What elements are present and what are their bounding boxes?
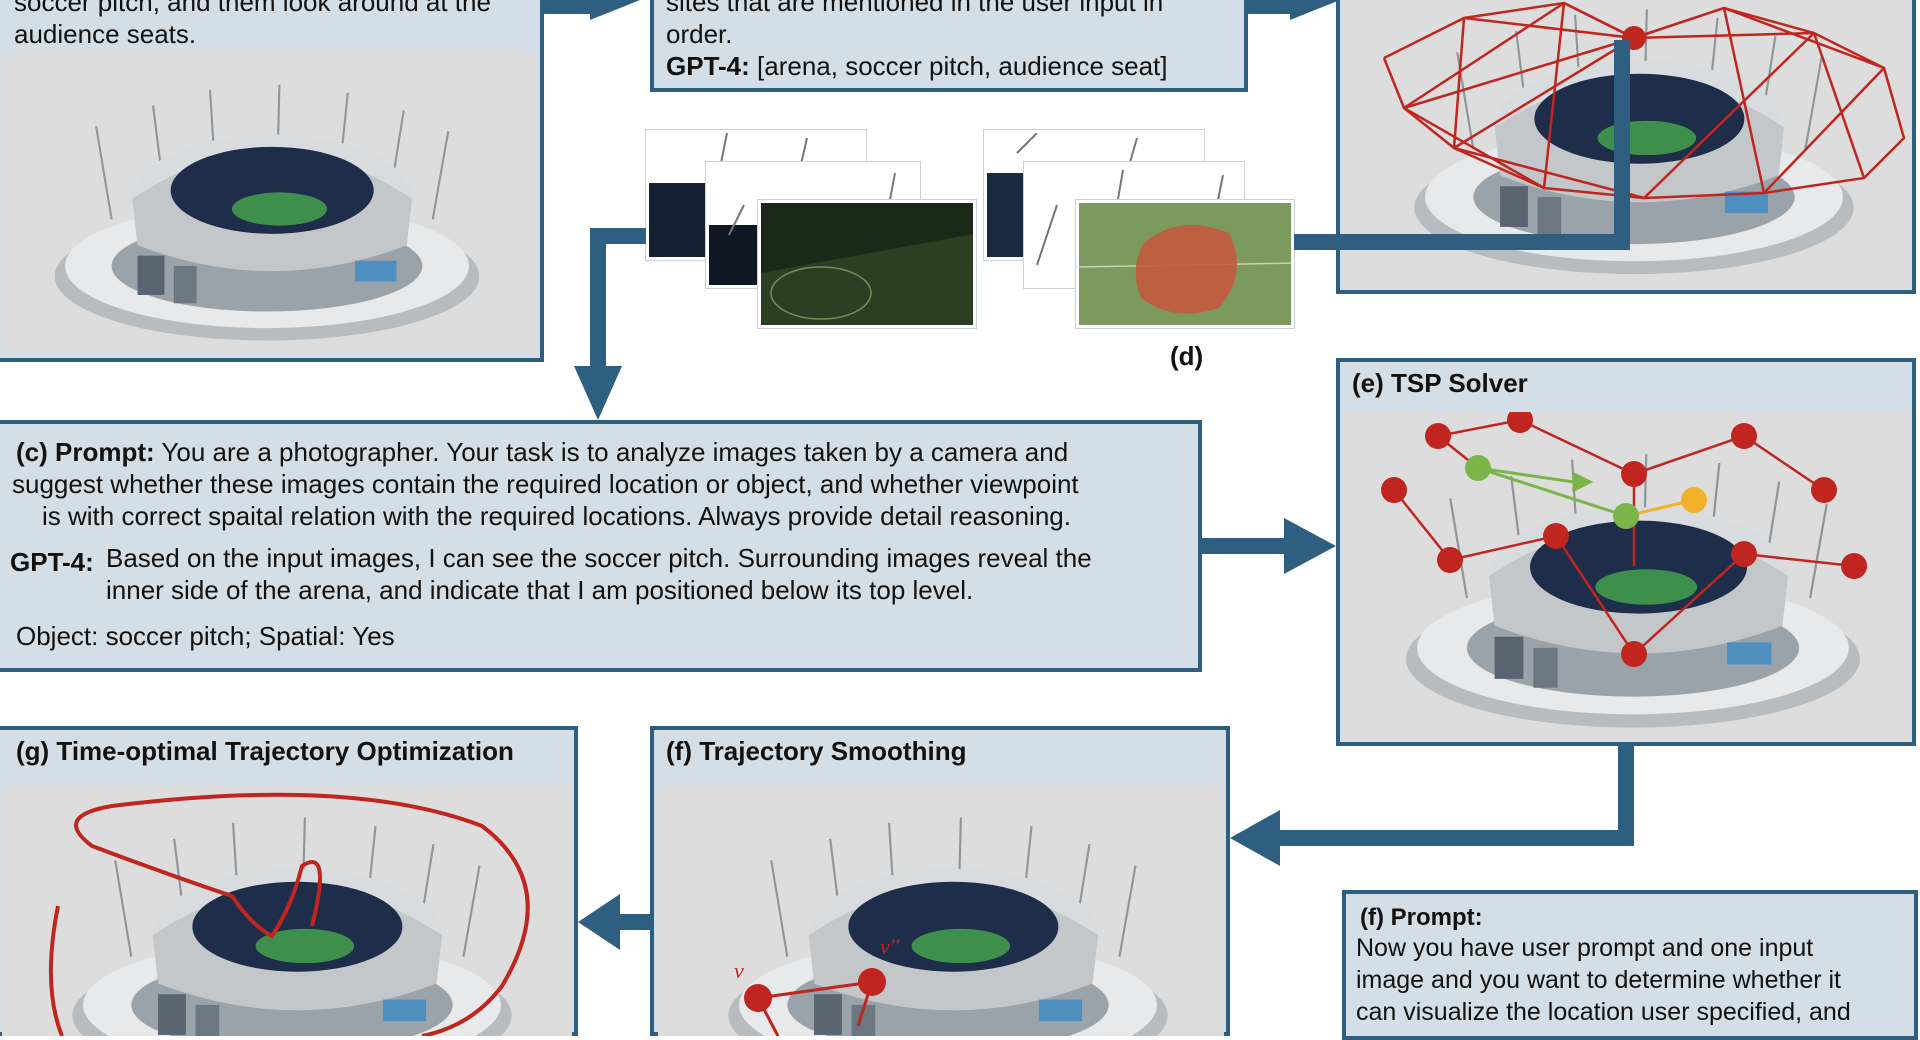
connector-graph-horizontal [1294,234,1630,250]
smoothing-label-v: v [734,958,744,983]
panel-f-prompt-line2: image and you want to determine whether … [1356,966,1841,994]
panel-c-gpt-label: GPT-4: [10,547,94,577]
panel-c-prompt: (c) Prompt: You are a photographer. Your… [0,420,1202,672]
arrow-thumbs-to-c-head [574,366,622,420]
panel-g-time-optimal: (g) Time-optimal Trajectory Optimization [0,726,578,1036]
panel-c-gpt-line2: inner side of the arena, and indicate th… [106,575,974,605]
panel-a: soccer pitch, and them look around at th… [0,0,544,362]
arrow-c-to-e-head [1284,518,1336,574]
arrow-thumbs-to-c-vertical [590,228,606,368]
tsp-red-waypoints [1381,412,1867,667]
panel-c-prompt-text1: You are a photographer. Your task is to … [161,437,1069,467]
smoothing-node-v [744,984,772,1012]
stadium-image-a [2,54,538,354]
stadium-image-g [2,786,572,1036]
label-d: (d) [1170,341,1204,371]
panel-f-prompt: (f) Prompt: Now you have user prompt and… [1342,890,1918,1040]
panel-b-gpt-line: GPT-4: [arena, soccer pitch, audience se… [666,50,1168,82]
stadium-image-f: v v'' [658,786,1224,1036]
arrow-e-to-f-vertical [1618,746,1634,846]
panel-c-prompt-line2: suggest whether these images contain the… [12,469,1079,499]
panel-c-prompt-label: (c) Prompt: [16,437,155,467]
arrow-f-to-g [614,914,650,930]
panel-b-text-line1: sites that are mentioned in the user inp… [666,0,1164,17]
panel-b-gpt-answer: [arena, soccer pitch, audience seat] [757,51,1168,81]
panel-f-prompt-title: (f) Prompt: [1360,904,1483,931]
tsp-yellow-waypoint [1681,487,1707,513]
arrow-f-to-g-head [578,894,620,950]
arrow-e-to-f-horizontal [1270,830,1634,846]
smoothing-label-v2: v'' [880,934,899,959]
panel-e-title: (e) TSP Solver [1352,368,1528,398]
panel-c-result: Object: soccer pitch; Spatial: Yes [16,621,395,651]
smoothing-node-v2 [858,968,886,996]
arrow-a-to-b [544,0,594,14]
camera-thumb-3-pitch [758,200,976,328]
camera-thumb-6-pitch-highlighted [1076,200,1294,328]
panel-e-tsp-solver: (e) TSP Solver [1336,358,1916,746]
tsp-green-segment [1477,466,1627,518]
panel-f-trajectory-smoothing: (f) Trajectory Smoothing v v'' [650,726,1230,1036]
panel-c-prompt-line1: (c) Prompt: You are a photographer. Your… [16,436,1068,468]
stadium-image-e [1344,412,1912,742]
arrow-c-to-e [1202,538,1292,554]
waypoint-graph-edges [1382,1,1906,200]
panel-a-text-line1: soccer pitch, and them look around at th… [14,0,491,17]
panel-c-gpt-line1: Based on the input images, I can see the… [106,543,1092,573]
panel-f-prompt-line1: Now you have user prompt and one input [1356,934,1814,962]
tsp-green-waypoint-1 [1465,455,1491,481]
arrow-e-to-f-head [1230,810,1280,866]
panel-f-title: (f) Trajectory Smoothing [666,736,967,766]
connector-graph-vertical [1614,40,1630,250]
arrow-b-to-graph [1248,0,1298,14]
tsp-green-waypoint-2 [1613,503,1639,529]
panel-c-prompt-line3: is with correct spaital relation with th… [42,501,1071,531]
panel-g-title: (g) Time-optimal Trajectory Optimization [16,736,514,766]
arrow-a-to-b-head [590,0,640,20]
panel-f-prompt-line3: can visualize the location user specifie… [1356,998,1851,1026]
panel-a-text-line2: audience seats. [14,19,197,49]
panel-b-gpt-label: GPT-4: [666,51,750,81]
panel-b-text-line2: order. [666,19,733,49]
arrow-b-to-graph-head [1290,0,1340,20]
panel-b: sites that are mentioned in the user inp… [650,0,1248,92]
